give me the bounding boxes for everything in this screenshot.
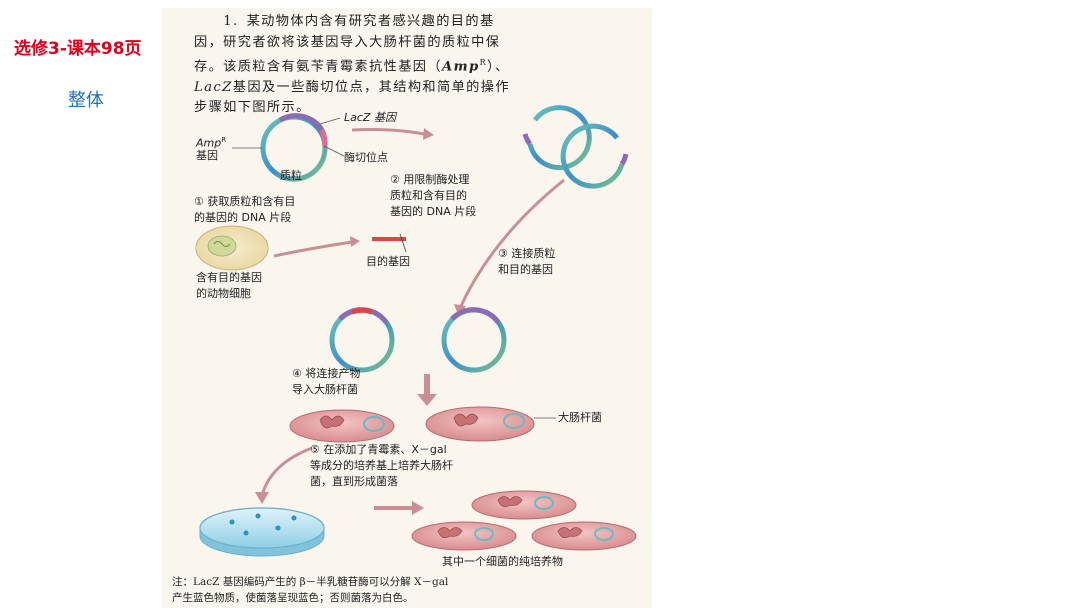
pure-culture-top — [472, 491, 576, 519]
pure-culture-label: 其中一个细菌的纯培养物 — [442, 554, 563, 570]
plasmid-label: 质粒 — [280, 168, 302, 184]
step4-label: ④ 将连接产物 — [292, 366, 360, 382]
bacterium-left — [290, 410, 394, 442]
ligated-plasmid-empty — [444, 310, 504, 370]
step3-label: ③ 连接质粒 — [498, 246, 555, 262]
animal-cell — [196, 226, 268, 270]
step2-label-2: 质粒和含有目的 — [390, 188, 467, 204]
step5-label-3: 菌，直到形成菌落 — [310, 474, 398, 490]
footnote: 注：LacZ 基因编码产生的 β－半乳糖苷酶可以分解 X－gal 产生蓝色物质，… — [172, 574, 650, 606]
bacterium-right — [426, 407, 556, 441]
step2-label-3: 基因的 DNA 片段 — [390, 204, 476, 220]
cell-label-2: 的动物细胞 — [196, 286, 251, 302]
step5-label: ⑤ 在添加了青霉素、X－gal — [310, 442, 447, 458]
cut-plasmid-bottom — [563, 126, 626, 186]
step1-label-2: 的基因的 DNA 片段 — [194, 210, 291, 226]
step3-label-2: 和目的基因 — [498, 262, 553, 278]
pure-culture-left — [412, 522, 516, 550]
ecoli-label: 大肠杆菌 — [558, 410, 602, 426]
enzyme-site-label: 酶切位点 — [344, 150, 388, 166]
ligated-plasmid-recombinant — [332, 310, 392, 370]
target-gene-label: 目的基因 — [366, 254, 410, 270]
step2-label: ② 用限制酶处理 — [390, 172, 469, 188]
question-text: 1. 某动物体内含有研究者感兴趣的目的基 因，研究者欲将该基因导入大肠杆菌的质粒… — [194, 12, 649, 119]
step1-label: ① 获取质粒和含有目 — [194, 194, 295, 210]
slide-subtitle: 整体 — [68, 86, 104, 112]
pure-culture-right — [532, 522, 636, 550]
ampr-gene-label-2: 基因 — [196, 148, 218, 164]
slide-title: 选修3-课本98页 — [14, 34, 142, 59]
step4-label-2: 导入大肠杆菌 — [292, 382, 358, 398]
cell-label: 含有目的基因 — [196, 270, 262, 286]
lacz-gene-label: LacZ 基因 — [344, 110, 396, 126]
textbook-page: 1. 某动物体内含有研究者感兴趣的目的基 因，研究者欲将该基因导入大肠杆菌的质粒… — [162, 8, 652, 608]
step5-label-2: 等成分的培养基上培养大肠杆 — [310, 458, 453, 474]
target-gene-fragment — [372, 234, 406, 252]
question-number: 1. — [223, 14, 238, 29]
petri-dish — [200, 508, 324, 556]
